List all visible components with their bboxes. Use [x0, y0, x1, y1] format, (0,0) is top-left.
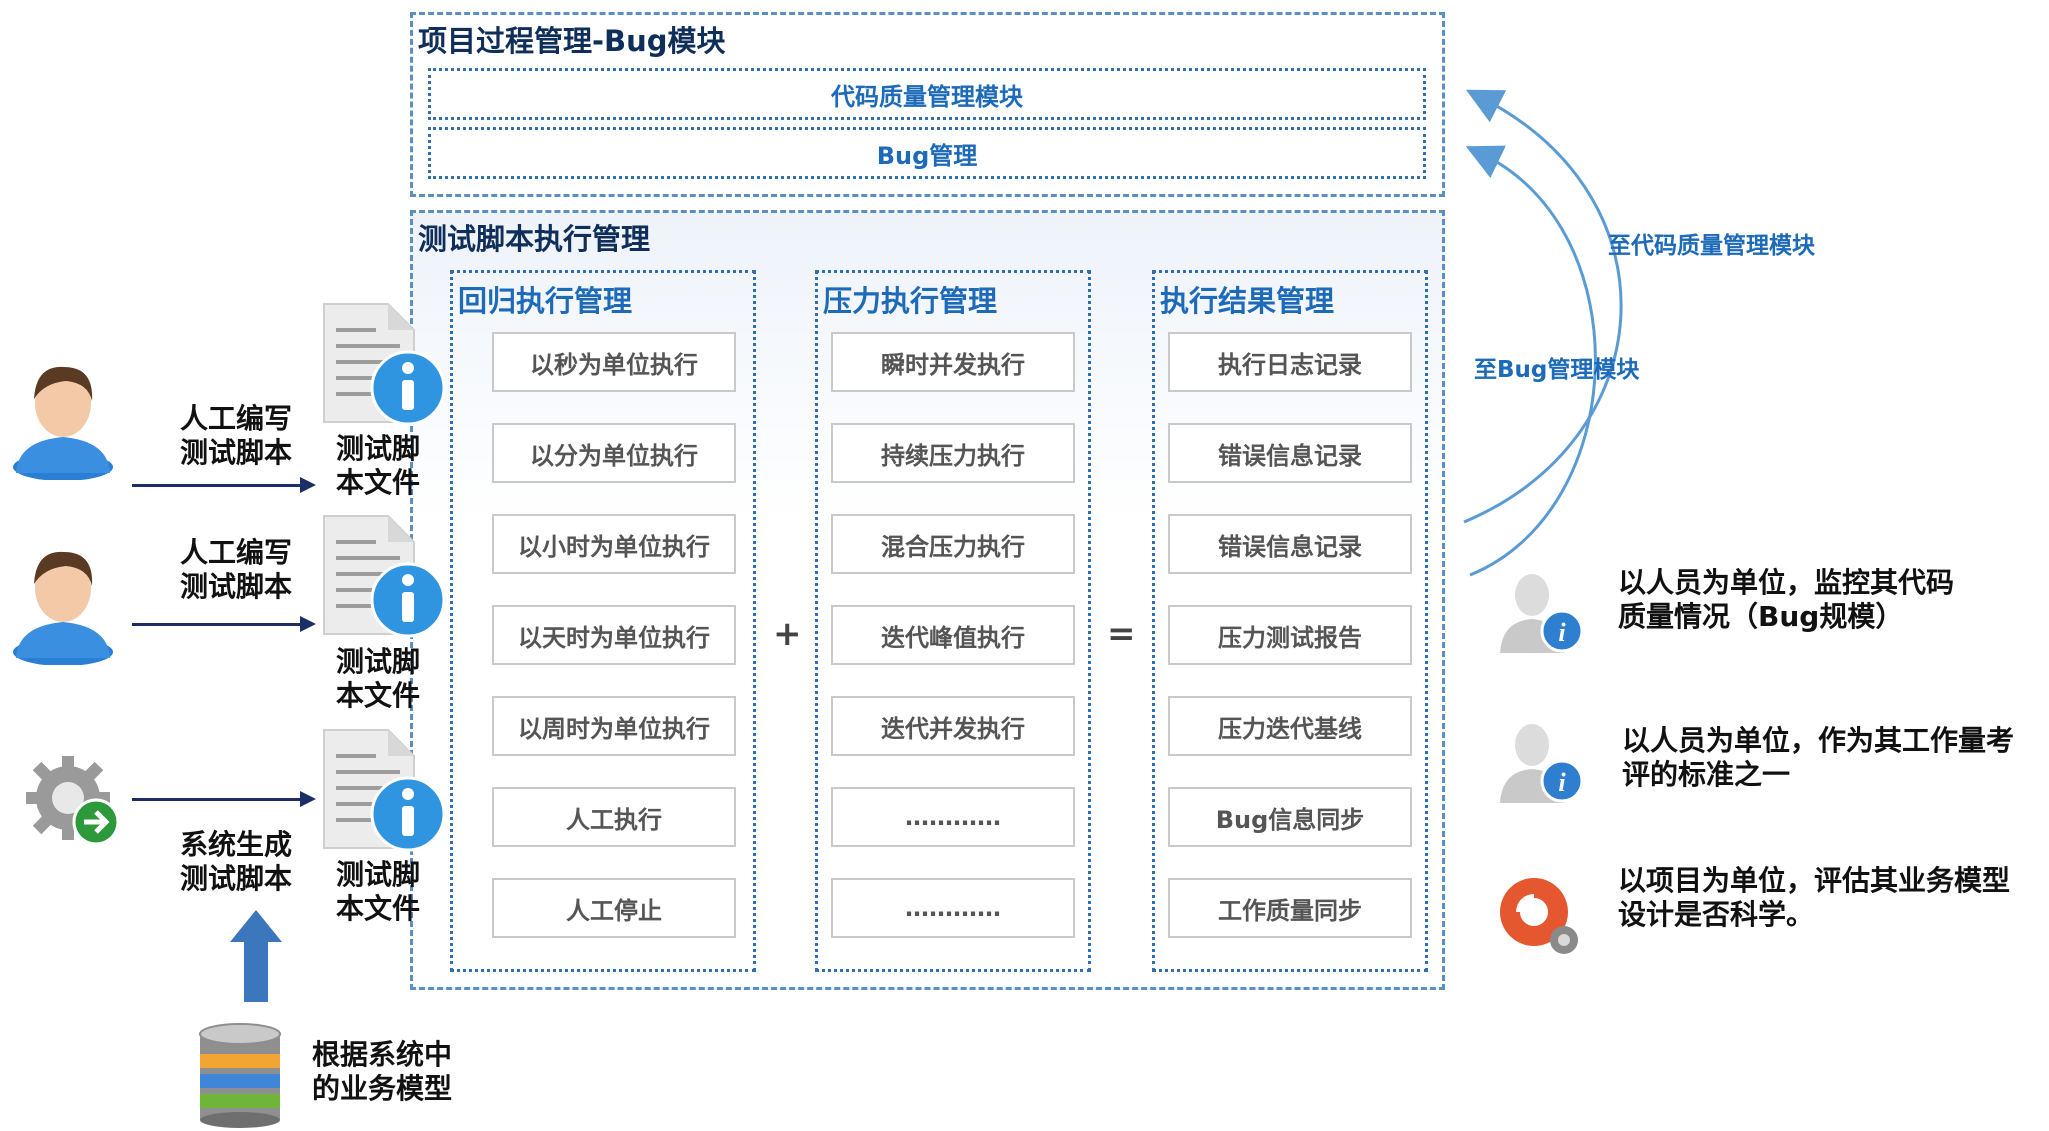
result-column — [1152, 270, 1428, 972]
person-info-icon: i — [1500, 724, 1584, 803]
stress-item: ………… — [831, 878, 1075, 938]
svg-text:i: i — [1558, 768, 1566, 797]
regression-item: 以天时为单位执行 — [492, 605, 736, 665]
person-info-icon: i — [1500, 574, 1584, 653]
result-item: 压力测试报告 — [1168, 605, 1412, 665]
regression-column-title: 回归执行管理 — [458, 284, 633, 318]
code-quality-bar: 代码质量管理模块 — [428, 68, 1426, 120]
result-item: 执行日志记录 — [1168, 332, 1412, 392]
equals-operator: = — [1107, 614, 1136, 654]
regression-item: 以分为单位执行 — [492, 423, 736, 483]
document-info-icon — [323, 303, 446, 426]
stress-item: 混合压力执行 — [831, 514, 1075, 574]
business-model-label: 根据系统中的业务模型 — [312, 1038, 453, 1105]
stress-column — [815, 270, 1091, 972]
bug-management-bar: Bug管理 — [428, 127, 1426, 179]
regression-item: 人工执行 — [492, 787, 736, 847]
to-bug-management-label: 至Bug管理模块 — [1474, 357, 1640, 383]
manual-label-1: 人工编写测试脚本 — [180, 402, 293, 469]
user-icon — [13, 366, 113, 480]
regression-column — [450, 270, 756, 972]
user-icon — [13, 551, 113, 665]
stress-item: 迭代并发执行 — [831, 696, 1075, 756]
result-item: 压力迭代基线 — [1168, 696, 1412, 756]
result-item: Bug信息同步 — [1168, 787, 1412, 847]
svg-text:i: i — [1558, 618, 1566, 647]
arrow-manual-2 — [132, 616, 316, 632]
file-label-1: 测试脚本文件 — [336, 432, 421, 499]
document-info-icon — [323, 729, 446, 852]
stress-item: ………… — [831, 787, 1075, 847]
regression-item: 以小时为单位执行 — [492, 514, 736, 574]
manual-label-2: 人工编写测试脚本 — [180, 536, 293, 603]
result-item: 工作质量同步 — [1168, 878, 1412, 938]
up-arrow-icon — [230, 910, 282, 1002]
regression-item: 以周时为单位执行 — [492, 696, 736, 756]
result-item: 错误信息记录 — [1168, 514, 1412, 574]
result-item: 错误信息记录 — [1168, 423, 1412, 483]
regression-item: 人工停止 — [492, 878, 736, 938]
stress-item: 迭代峰值执行 — [831, 605, 1075, 665]
document-info-icon — [323, 515, 446, 638]
regression-item: 以秒为单位执行 — [492, 332, 736, 392]
feedback-arrows — [1463, 89, 1623, 577]
arrow-system — [132, 791, 316, 807]
file-label-2: 测试脚本文件 — [336, 645, 421, 712]
project-cycle-icon — [1500, 878, 1578, 954]
arrow-manual-1 — [132, 477, 316, 493]
note-workload: 以人员为单位，作为其工作量考评的标准之一 — [1622, 724, 2015, 791]
stress-item: 持续压力执行 — [831, 423, 1075, 483]
bug-module-title: 项目过程管理-Bug模块 — [418, 24, 726, 58]
to-code-quality-label: 至代码质量管理模块 — [1608, 233, 1815, 259]
system-label: 系统生成测试脚本 — [180, 828, 293, 895]
database-icon — [199, 1023, 281, 1128]
system-gear-icon — [26, 756, 120, 846]
plus-operator: + — [773, 614, 802, 654]
file-label-3: 测试脚本文件 — [336, 858, 421, 925]
note-code-quality: 以人员为单位，监控其代码质量情况（Bug规模） — [1618, 566, 1955, 633]
exec-module-title: 测试脚本执行管理 — [418, 222, 651, 256]
result-column-title: 执行结果管理 — [1160, 284, 1335, 318]
stress-column-title: 压力执行管理 — [823, 284, 998, 318]
stress-item: 瞬时并发执行 — [831, 332, 1075, 392]
bug-module-box — [410, 12, 1445, 197]
note-business-model: 以项目为单位，评估其业务模型设计是否科学。 — [1618, 864, 2011, 931]
